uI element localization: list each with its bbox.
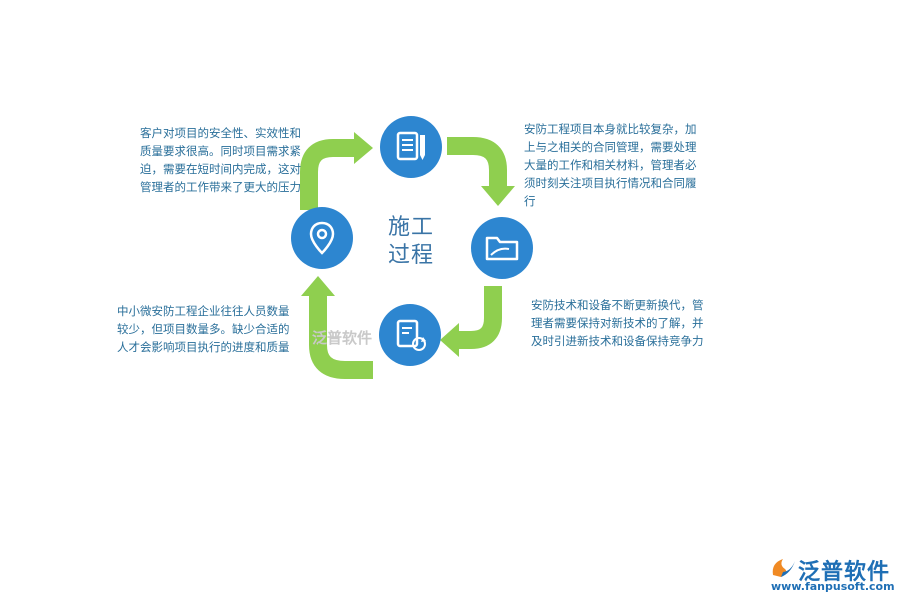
- watermark: 泛普软件: [312, 327, 372, 348]
- document-refresh-icon: [396, 319, 426, 351]
- bottom-description: 中小微安防工程企业往往人员数量 较少，但项目数量多。缺少合适的 人才会影响项目执…: [117, 302, 301, 356]
- folder-icon: [485, 236, 519, 261]
- right-description-line: 及时引进新技术和设备保持竞争力: [531, 334, 704, 348]
- arrow-head-bottom-to-left: [301, 276, 335, 296]
- top-description-line: 大量的工作和相关材料，管理者必: [524, 158, 697, 172]
- arrow-left-to-top: [300, 139, 356, 210]
- top-description-line: 安防工程项目本身就比较复杂，加: [524, 122, 697, 136]
- arrow-head-top-to-right: [481, 186, 515, 206]
- arrow-head-right-to-bottom: [440, 323, 459, 357]
- top-description: 安防工程项目本身就比较复杂，加 上与之相关的合同管理，需要处理 大量的工作和相关…: [524, 120, 714, 210]
- left-description-line: 客户对项目的安全性、实效性和: [140, 126, 301, 140]
- arrow-head-left-to-top: [354, 132, 373, 164]
- top-description-line: 须时刻关注项目执行情况和合同履: [524, 176, 697, 190]
- right-description-line: 安防技术和设备不断更新换代，管: [531, 298, 704, 312]
- location-pin-icon: [309, 221, 335, 255]
- center-title-line2: 过程: [387, 243, 434, 268]
- logo-url: www.fanpusoft.com: [771, 580, 895, 593]
- top-description-line: 行: [524, 194, 536, 208]
- top-description-line: 上与之相关的合同管理，需要处理: [524, 140, 697, 154]
- left-description: 客户对项目的安全性、实效性和 质量要求很高。同时项目需求紧 迫，需要在短时间内完…: [126, 124, 301, 196]
- left-description-line: 质量要求很高。同时项目需求紧: [140, 144, 301, 158]
- center-title-line1: 施工: [387, 215, 434, 240]
- node-left-circle: [291, 207, 353, 269]
- bottom-description-line: 较少，但项目数量多。缺少合适的: [117, 322, 290, 336]
- center-title: 施工 过程: [373, 214, 449, 270]
- left-description-line: 管理者的工作带来了更大的压力: [140, 180, 301, 194]
- right-description-line: 理者需要保持对新技术的了解，并: [531, 316, 704, 330]
- right-description: 安防技术和设备不断更新换代，管 理者需要保持对新技术的了解，并 及时引进新技术和…: [531, 296, 721, 350]
- left-description-line: 迫，需要在短时间内完成，这对: [140, 162, 301, 176]
- bottom-description-line: 中小微安防工程企业往往人员数量: [117, 304, 290, 318]
- arrow-right-to-bottom: [457, 286, 502, 349]
- arrow-top-to-right: [447, 137, 507, 188]
- bottom-description-line: 人才会影响项目执行的进度和质量: [117, 340, 290, 354]
- arrow-bottom-to-left: [309, 294, 373, 379]
- logo-name: 泛普软件: [798, 560, 891, 585]
- document-pen-icon: [396, 131, 425, 161]
- logo-icon: [772, 559, 795, 577]
- node-bottom-circle: [379, 304, 441, 366]
- node-top-circle: [380, 116, 442, 178]
- node-right-circle: [471, 217, 533, 279]
- watermark-text: 泛普软件: [312, 329, 373, 347]
